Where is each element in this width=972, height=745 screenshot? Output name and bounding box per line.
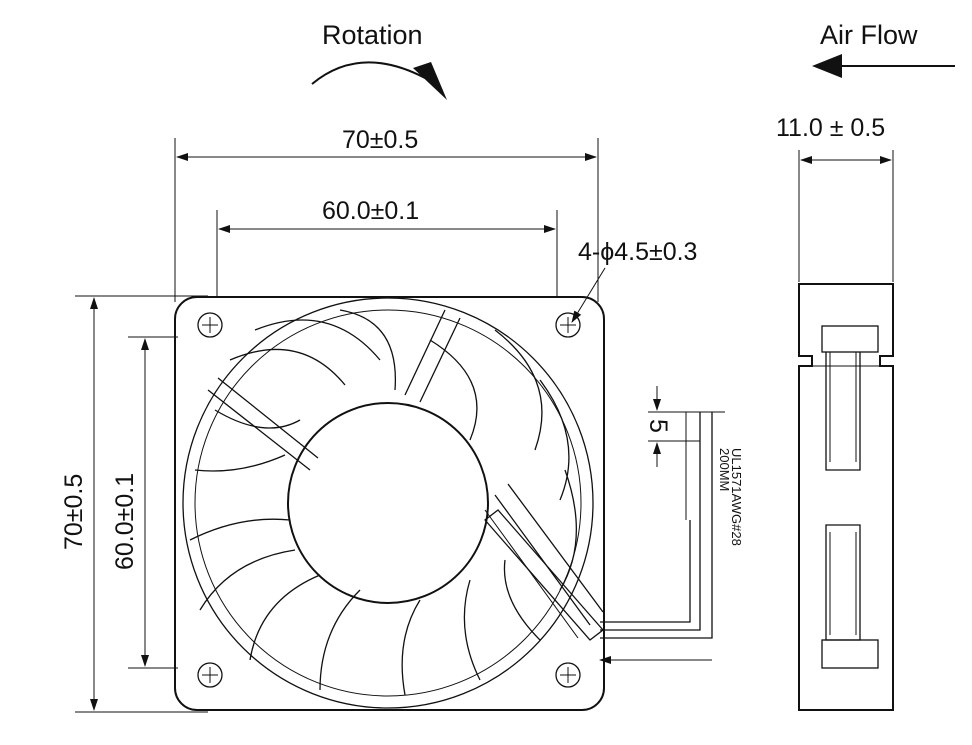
rotation-arrow	[311, 61, 447, 100]
wire-length-label: 200MM	[717, 448, 732, 491]
dimension-lead-strip: 5	[644, 386, 684, 467]
mount-hole-bottom-right	[555, 662, 581, 688]
dimension-width-hole: 60.0±0.1	[216, 197, 558, 298]
depth-label: 11.0 ± 0.5	[776, 114, 885, 142]
lead-wires	[599, 411, 725, 664]
fan-opening	[182, 297, 594, 709]
wire-type-label: UL1571AWG#28	[729, 448, 744, 546]
dimension-height-hole: 60.0±0.1	[111, 336, 178, 669]
dimension-height-overall: 70±0.5	[60, 295, 208, 713]
rotation-label: Rotation	[322, 20, 423, 50]
height-hole-label: 60.0±0.1	[111, 473, 139, 570]
air-flow-arrow	[812, 54, 955, 78]
mount-hole-bottom-left	[197, 662, 223, 688]
hole-spec-callout: 4-ϕ4.5±0.3	[571, 238, 697, 323]
air-flow-label: Air Flow	[820, 20, 918, 50]
dimension-width-overall: 70±0.5	[174, 126, 599, 302]
height-overall-label: 70±0.5	[60, 474, 88, 550]
fan-frame	[174, 296, 605, 711]
mount-hole-top-right	[555, 312, 581, 338]
width-hole-label: 60.0±0.1	[322, 197, 419, 225]
lead-strip-label: 5	[644, 419, 672, 433]
fan-blades	[189, 309, 577, 696]
fan-front-view	[174, 296, 605, 711]
fan-side-view	[798, 283, 894, 711]
width-overall-label: 70±0.5	[342, 126, 418, 154]
fan-hub	[287, 402, 489, 604]
dimension-depth: 11.0 ± 0.5	[776, 114, 894, 282]
hole-spec-label: 4-ϕ4.5±0.3	[578, 238, 697, 266]
mount-hole-top-left	[197, 312, 223, 338]
